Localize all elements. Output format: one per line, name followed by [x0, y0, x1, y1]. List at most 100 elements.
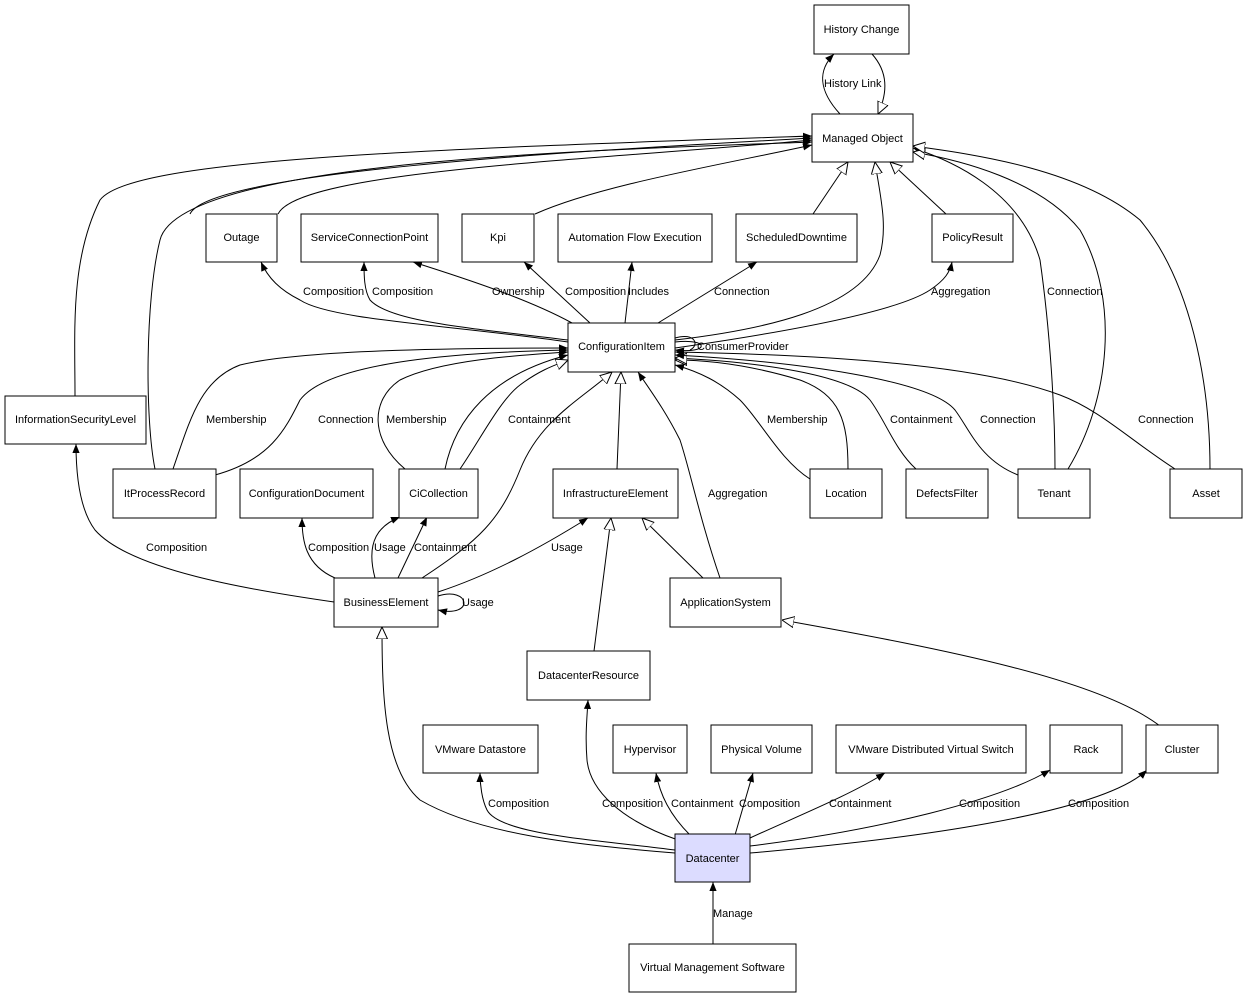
node-asset[interactable]: Asset — [1169, 468, 1243, 519]
node-defects-filter[interactable]: DefectsFilter — [905, 468, 989, 519]
label-loc-membership: Membership — [767, 414, 828, 426]
edge-ci-kpi — [523, 261, 591, 324]
edge-cic-ci-membership — [377, 348, 569, 470]
edge-tenant-mo-2 — [913, 152, 1106, 470]
node-history-change[interactable]: History Change — [813, 4, 910, 55]
svg-text:Cluster: Cluster — [1165, 744, 1200, 756]
label-consumer-provider: ConsumerProvider — [697, 341, 789, 353]
svg-text:Managed Object: Managed Object — [822, 133, 903, 145]
svg-text:ApplicationSystem: ApplicationSystem — [680, 597, 771, 609]
edge-scp-mo — [189, 134, 813, 215]
edge-be-ie-usage — [437, 517, 589, 593]
label-dc-dcr-composition: Composition — [602, 798, 663, 810]
node-information-security-level[interactable]: InformationSecurityLevel — [4, 395, 147, 445]
label-be-usage-cic: Usage — [374, 542, 406, 554]
label-dc-vdvs-containment: Containment — [829, 798, 891, 810]
node-it-process-record[interactable]: ItProcessRecord — [112, 468, 217, 519]
edge-be-ci — [421, 372, 612, 579]
edge-loc-ci — [675, 360, 849, 470]
node-configuration-document[interactable]: ConfigurationDocument — [239, 468, 374, 519]
edge-be-isl — [72, 443, 335, 603]
node-location[interactable]: Location — [809, 468, 883, 519]
svg-text:BusinessElement: BusinessElement — [344, 597, 429, 609]
svg-text:Physical Volume: Physical Volume — [721, 744, 802, 756]
edge-be-cic-usage — [371, 516, 401, 579]
edge-as-ci — [637, 371, 721, 579]
node-automation-flow-execution[interactable]: Automation Flow Execution — [557, 213, 713, 263]
edge-dc-vdvs — [749, 772, 886, 839]
label-be-usage-ie: Usage — [551, 542, 583, 554]
svg-text:PolicyResult: PolicyResult — [942, 232, 1003, 244]
label-cd-composition: Composition — [308, 542, 369, 554]
label-includes: Includes — [628, 286, 669, 298]
node-ci-collection[interactable]: CiCollection — [398, 468, 479, 519]
node-virtual-management-software[interactable]: Virtual Management Software — [628, 943, 797, 993]
svg-text:DefectsFilter: DefectsFilter — [916, 488, 978, 500]
edge-sd-mo — [812, 162, 848, 215]
label-tenant-connection: Connection — [980, 414, 1036, 426]
label-as-aggregation: Aggregation — [708, 488, 767, 500]
svg-text:Datacenter: Datacenter — [686, 853, 740, 865]
node-application-system[interactable]: ApplicationSystem — [669, 577, 782, 628]
node-scheduled-downtime[interactable]: ScheduledDowntime — [735, 213, 858, 263]
edge-ie-ci — [617, 372, 621, 470]
label-sd-connection: Connection — [714, 286, 770, 298]
edge-dc-hyp — [654, 772, 691, 836]
label-asset-connection: Connection — [1138, 414, 1194, 426]
svg-text:InformationSecurityLevel: InformationSecurityLevel — [15, 414, 136, 426]
label-dc-cluster-composition: Composition — [1068, 798, 1129, 810]
label-itpr-connection: Connection — [318, 414, 374, 426]
edge-ci-afe — [624, 261, 635, 324]
edge-dc-cluster — [749, 769, 1148, 854]
node-configuration-item[interactable]: ConfigurationItem — [567, 322, 676, 373]
label-itpr-membership: Membership — [206, 414, 267, 426]
edge-be-self — [437, 593, 465, 616]
label-dc-pv-composition: Composition — [739, 798, 800, 810]
edge-be-cd — [298, 517, 336, 579]
edge-ci-self — [674, 336, 702, 355]
node-service-connection-point[interactable]: ServiceConnectionPoint — [300, 213, 439, 263]
node-vmware-dvs[interactable]: VMware Distributed Virtual Switch — [835, 724, 1027, 774]
node-cluster[interactable]: Cluster — [1145, 724, 1219, 774]
node-outage[interactable]: Outage — [205, 213, 278, 263]
label-kpi-composition: Composition — [565, 286, 626, 298]
node-infrastructure-element[interactable]: InfrastructureElement — [552, 468, 679, 519]
edge-dc-dcr — [583, 699, 679, 841]
edge-kpi-mo — [534, 143, 813, 215]
edge-dcr-ie — [593, 518, 611, 652]
svg-text:Virtual Management Software: Virtual Management Software — [640, 962, 785, 974]
edge-itpr-ci-connection — [214, 346, 569, 476]
label-be-usage-self: Usage — [462, 597, 494, 609]
edge-ci-outage — [260, 261, 569, 343]
node-policy-result[interactable]: PolicyResult — [931, 213, 1014, 263]
node-kpi[interactable]: Kpi — [461, 213, 535, 263]
node-datacenter[interactable]: Datacenter — [674, 833, 751, 883]
edge-ci-ownership — [412, 261, 573, 324]
edge-ci-scp — [360, 261, 569, 341]
label-cic-membership: Membership — [386, 414, 447, 426]
edge-cluster-as — [782, 620, 1161, 727]
svg-text:ConfigurationDocument: ConfigurationDocument — [249, 488, 365, 500]
label-manage: Manage — [713, 908, 753, 920]
svg-text:ScheduledDowntime: ScheduledDowntime — [746, 232, 847, 244]
node-vmware-datastore[interactable]: VMware Datastore — [422, 724, 539, 774]
svg-text:Tenant: Tenant — [1037, 488, 1070, 500]
node-hypervisor[interactable]: Hypervisor — [612, 724, 688, 774]
label-dc-rack-composition: Composition — [959, 798, 1020, 810]
label-scp-composition: Composition — [372, 286, 433, 298]
node-tenant[interactable]: Tenant — [1017, 468, 1091, 519]
svg-text:VMware Distributed Virtual Swi: VMware Distributed Virtual Switch — [848, 744, 1013, 756]
edge-tenant-ci — [674, 351, 1019, 476]
node-managed-object[interactable]: Managed Object — [811, 113, 914, 163]
svg-text:VMware Datastore: VMware Datastore — [435, 744, 526, 756]
edge-pr-mo — [890, 162, 947, 215]
svg-text:ItProcessRecord: ItProcessRecord — [124, 488, 205, 500]
edge-cic-ci-containment — [444, 353, 569, 470]
label-be-containment-cic: Containment — [414, 542, 476, 554]
node-rack[interactable]: Rack — [1049, 724, 1123, 774]
node-physical-volume[interactable]: Physical Volume — [710, 724, 813, 774]
label-cic-containment: Containment — [508, 414, 570, 426]
node-datacenter-resource[interactable]: DatacenterResource — [526, 650, 651, 701]
node-business-element[interactable]: BusinessElement — [333, 577, 439, 628]
svg-text:Asset: Asset — [1192, 488, 1220, 500]
